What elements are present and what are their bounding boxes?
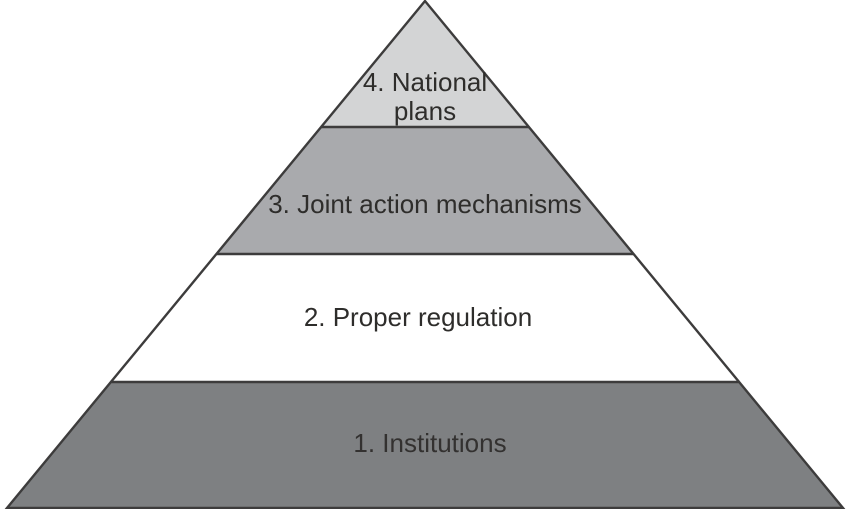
pyramid-level-2-label: 2. Proper regulation: [303, 302, 533, 332]
pyramid-level-3-label: 3. Joint action mechanisms: [268, 189, 582, 219]
pyramid-outline: [4, 0, 846, 509]
pyramid-level-4-label: 4. National plans: [362, 67, 488, 126]
pyramid-level-3-shape: [216, 127, 634, 254]
pyramid-level-1-label: 1. Institutions: [353, 428, 507, 458]
pyramid-level-4-shape: [321, 1, 529, 127]
pyramid-level-2-shape: [111, 254, 739, 382]
pyramid-level-1-shape: [7, 382, 843, 508]
